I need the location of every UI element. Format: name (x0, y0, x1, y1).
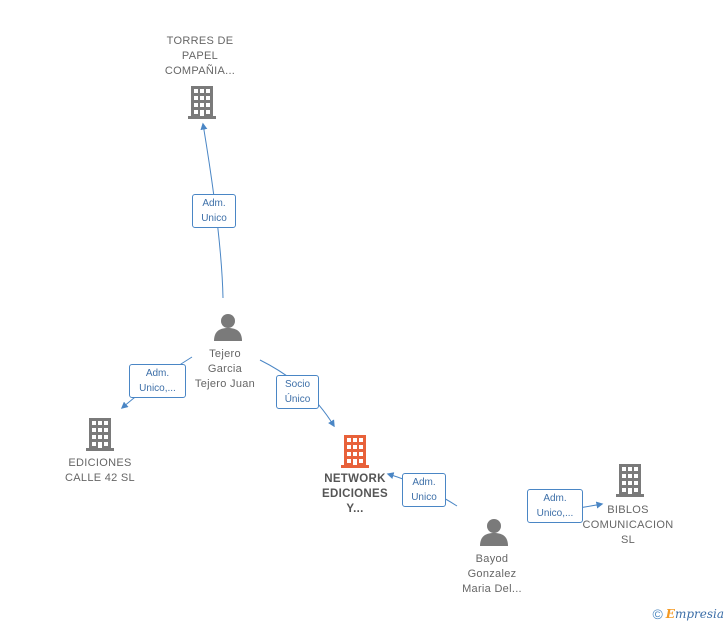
node-label-biblos[interactable]: BIBLOS COMUNICACION SL (582, 504, 674, 546)
node-label-torres[interactable]: TORRES DE PAPEL COMPAÑIA... (164, 35, 236, 77)
node-label-bayod[interactable]: Bayod Gonzalez Maria Del... (462, 553, 522, 595)
copyright-symbol: © (652, 606, 663, 622)
person-icon[interactable] (214, 314, 242, 341)
edge-label-tejero-network[interactable]: Socio Único (276, 375, 319, 409)
node-label-tejero[interactable]: Tejero Garcia Tejero Juan (194, 348, 256, 390)
building-icon[interactable] (616, 464, 644, 497)
edge-label-bayod-biblos[interactable]: Adm. Unico,... (527, 489, 583, 523)
empresia-watermark: © Empresia (652, 606, 724, 622)
person-icon[interactable] (480, 519, 508, 546)
building-icon[interactable] (341, 435, 369, 468)
edge-label-bayod-network[interactable]: Adm. Unico (402, 473, 446, 507)
building-icon[interactable] (188, 86, 216, 119)
node-label-ediciones[interactable]: EDICIONES CALLE 42 SL (65, 457, 135, 484)
edge-label-tejero-ediciones[interactable]: Adm. Unico,... (129, 364, 186, 398)
node-label-network[interactable]: NETWORK EDICIONES Y... (322, 473, 388, 515)
edge-label-tejero-torres[interactable]: Adm. Unico (192, 194, 236, 228)
brand-name: Empresia (665, 607, 724, 621)
building-icon[interactable] (86, 418, 114, 451)
